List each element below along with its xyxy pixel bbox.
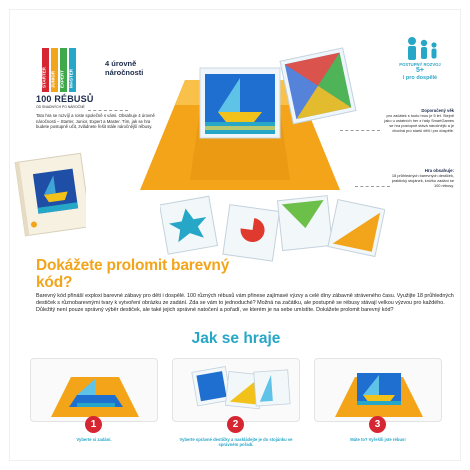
step-2-card	[172, 358, 300, 422]
leader-line	[340, 130, 380, 131]
age-badge: POSTUPNÝ ROZVOJ 5+ i pro dospělé	[385, 62, 455, 82]
step-3-image	[335, 373, 423, 417]
badge-level-1: STARTER	[42, 66, 47, 88]
step-1-card	[30, 358, 158, 422]
leader-line	[88, 110, 128, 111]
tile-stack-image	[279, 47, 357, 125]
step-1-image	[51, 377, 139, 417]
age-value: 5+	[416, 67, 424, 74]
step-2-number: 2	[227, 416, 244, 433]
contents-text: 18 průhledných barevných destiček, prakt…	[391, 173, 454, 188]
step-2-caption: Vyberte správné destičky a naskládejte j…	[179, 437, 293, 447]
step-1-number: 1	[85, 416, 102, 433]
recommended-age-text: pro začátek s touto hrou je 5 let. Stejn…	[384, 113, 454, 133]
how-to-play-title: Jak se hraje	[191, 330, 281, 347]
leader-line	[355, 186, 390, 187]
step-3-card	[314, 358, 442, 422]
age-adults: i pro dospělé	[402, 75, 438, 81]
puzzle-count-subtitle: OD SNADNÝCH PO NÁROČNÉ	[36, 105, 85, 109]
levels-title: 4 úrovně náročnosti	[105, 59, 144, 77]
scattered-tiles-image	[160, 195, 385, 262]
intro-text: Tato hra se rozvíjí a roste společně s v…	[36, 113, 155, 130]
badge-level-3: EXPERT	[60, 70, 65, 88]
badge-level-4: MASTER	[69, 68, 74, 88]
recommended-age-title: Doporučený věk	[421, 108, 454, 113]
headline: Dokážete prolomit barevný kód?	[36, 257, 230, 291]
age-top: POSTUPNÝ ROZVOJ	[399, 62, 441, 67]
badge-level-2: JUNIOR	[51, 70, 56, 88]
step-3-caption: Máte to? Vyřešili jste rébus!	[350, 437, 406, 442]
people-icon	[408, 37, 437, 60]
puzzle-count: 100 RÉBUSŮ	[36, 94, 94, 104]
contents-title: Hra obsahuje:	[424, 168, 454, 173]
puzzle-booklet-image	[14, 152, 86, 237]
product-panel: STARTER JUNIOR EXPERT MASTER 4 úrovně ná…	[9, 9, 461, 461]
step-3-number: 3	[369, 416, 386, 433]
step-2-image	[191, 366, 291, 410]
step-1-caption: Vyberte si zadání.	[76, 437, 112, 442]
level-badge-icon: STARTER JUNIOR EXPERT MASTER	[42, 48, 76, 92]
description-text: Barevný kód přináší exploxi barevné zába…	[36, 293, 454, 313]
